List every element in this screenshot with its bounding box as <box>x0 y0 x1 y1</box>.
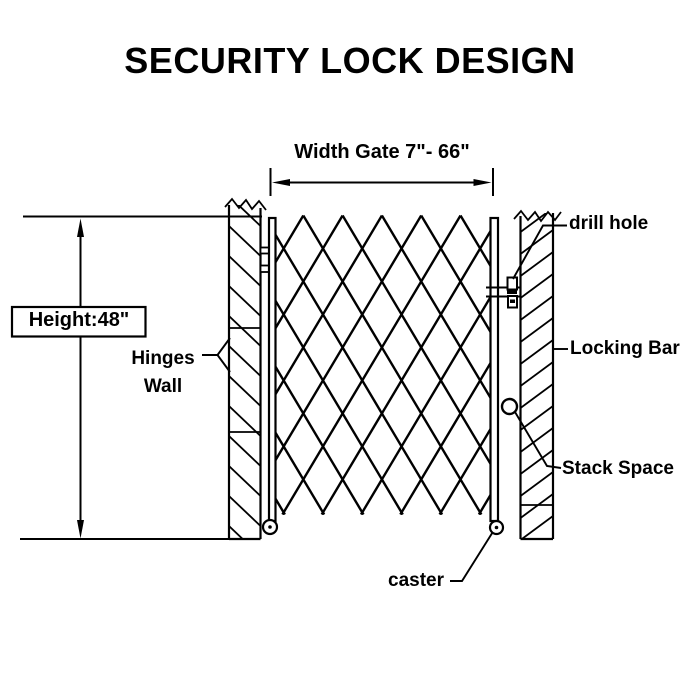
height-dimension-label: Height:48" <box>28 309 130 331</box>
hinges-label-line2: Wall <box>143 376 183 397</box>
lock-pin-dash <box>510 299 515 303</box>
page-title: SECURITY LOCK DESIGN <box>124 40 576 81</box>
left-gate-bar <box>267 216 277 523</box>
lock-pin-bar <box>507 289 517 294</box>
handle-knob <box>500 397 519 416</box>
drill-hole-label: drill hole <box>569 213 649 234</box>
right-wall-hatch <box>520 213 553 539</box>
right-wall <box>513 209 562 541</box>
left-wall-hatch <box>229 205 261 539</box>
lock-upper-knuckle <box>506 276 518 291</box>
hinges-leader-fork <box>216 354 231 373</box>
height-dimension <box>10 215 262 540</box>
left-wall-break-line <box>224 197 267 211</box>
height-label-box <box>10 305 147 338</box>
hinge-tabs <box>259 246 270 273</box>
width-dimension <box>269 168 494 196</box>
caster-leader <box>450 531 494 582</box>
width-dimension-label: Width Gate 7"- 66" <box>294 141 470 163</box>
width-arrowhead-right <box>473 179 492 186</box>
locking-bar-label: Locking Bar <box>570 338 680 359</box>
hinges-wall-label: Hinges Wall <box>118 345 208 401</box>
drill-hole-leader <box>512 224 567 280</box>
right-wall-break-line <box>513 209 562 223</box>
right-wall-outline <box>519 213 555 541</box>
left-caster <box>261 518 279 536</box>
lock-assembly <box>486 276 521 309</box>
right-gate-bar <box>489 216 500 523</box>
hinge-tab-top <box>259 246 270 255</box>
width-arrowhead-left <box>272 179 290 186</box>
right-caster <box>488 519 505 536</box>
stack-space-label: Stack Space <box>562 458 674 479</box>
height-arrowhead-top <box>77 218 84 237</box>
hinges-label-line1: Hinges <box>131 348 195 369</box>
caster-label: caster <box>388 570 444 591</box>
height-arrowhead-bottom <box>77 520 84 539</box>
stack-space-leader <box>514 411 562 469</box>
leader-lines <box>202 224 568 582</box>
hinge-tab-bottom <box>259 264 270 273</box>
